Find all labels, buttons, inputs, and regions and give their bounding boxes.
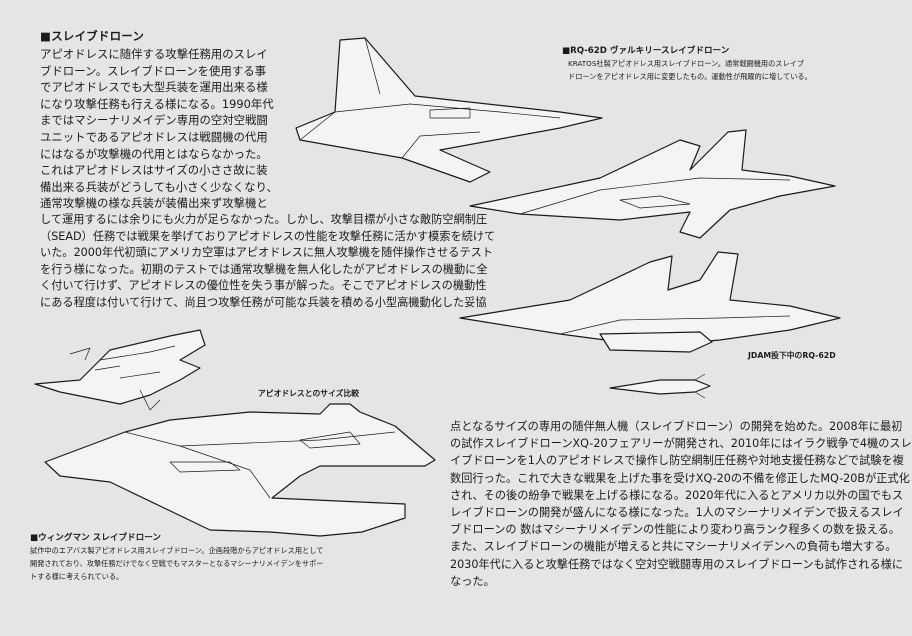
intro-line: になり攻撃任務も行える様になる。1990年代 [40,96,274,111]
rq62-jdam-illustration [459,251,841,399]
intro-line: でアピオドレスでも大型兵装を運用出来る様 [40,80,268,95]
rq62-caption-body: KRATOS社製アピオドレス用スレイブドローン。通常戦闘機用のスレイブ ドローン… [568,57,812,83]
intro-line: にはなるが攻撃機の代用とはならなかった。 [40,146,268,161]
wide-line: にある程度は付いて行けて、尚且つ攻撃任務が可能な兵装を積める小型高機動化した妥協 [40,295,487,309]
right-text: 点となるサイズの専用の随伴無人機（スレイブドローン）の開発を始めた。2008年に… [450,418,912,590]
size-comparison-label: アピオドレスとのサイズ比較 [258,389,360,398]
section-heading: ■スレイブドローン [40,29,145,43]
wide-line: （SEAD）任務では戦果を挙げておりアピオドレスの性能を攻撃任務に活かす模索を続… [40,229,496,243]
wide-line: く付いて行けず、アピオドレスの優位性を失う事が解った。そこでアピオドレスの機動性 [40,279,487,293]
wide-line: いた。2000年代初頭にアメリカ空軍はアピオドレスに無人攻撃機を随伴操作させるテ… [40,246,494,260]
rq62-caption-line: ドローンをアピオドレス用に変更したもの。運動性が飛躍的に増している。 [568,72,812,81]
right-line: され、その後の紛争で戦果を上げる様になる。2020年代に入るとアメリカ以外の国で… [450,488,904,502]
intro-line: ユニットであるアピオドレスは戦闘機の代用 [40,129,268,144]
jdam-label: JDAM投下中のRQ-62D [748,351,836,360]
intro-line: まではマシーナリメイデン専用の空対空戦闘 [40,113,268,128]
intro-line: 通常攻撃機の様な兵装が装備出来ず攻撃機と [40,196,268,211]
rq62-caption-line: KRATOS社製アピオドレス用スレイブドローン。通常戦闘機用のスレイブ [568,59,805,68]
right-line: 数回行った。これで大きな戦果を上げた事を受けXQ-20の不備を修正したMQ-20… [450,471,910,485]
wide-line: して運用するには余りにも火力が足らなかった。しかし、攻撃目標が小さな敵防空網制圧 [40,213,488,226]
intro-line: 備出来る兵装がどうしても小さく少なくなり、 [40,179,278,194]
intro-line: アピオドレスに随伴する攻撃任務用のスレイ [40,47,268,61]
wide-text: して運用するには余りにも火力が足らなかった。しかし、攻撃目標が小さな敵防空網制圧… [40,212,495,312]
right-line: なった。 [450,574,495,588]
intro-line: これはアピオドレスはサイズの小ささ故に装 [40,163,268,178]
right-line: 点となるサイズの専用の随伴無人機（スレイブドローン）の開発を始めた。2008年に… [450,420,903,433]
rq62-top-view-illustration [295,37,603,183]
rq62-caption-title: ■RQ-62D ヴァルキリースレイブドローン [562,46,730,56]
wingman-caption-line: 試作中のエアバス製アピオドレス用スレイブドローン。企画段階からアピオドレス用とし… [30,546,324,555]
wingman-caption-body: 試作中のエアバス製アピオドレス用スレイブドローン。企画段階からアピオドレス用とし… [30,544,323,583]
right-line: レイブドローンの開発が盛んになる様になった。1人のマシーナリメイデンで扱えるスレ… [450,506,904,520]
right-line: 2030年代に入ると攻撃任務ではなく空対空戦闘専用のスレイブドローンも試作される… [450,557,904,571]
right-line: また、スレイブドローンの機能が増えると共にマシーナリメイデンへの負荷も増大する。 [450,540,897,554]
wingman-caption-line: トする様に考えられている。 [30,572,124,581]
rq62-side-view-illustration [469,129,836,239]
right-line: ブドローンの 数はマシーナリメイデンの性能により変わり高ランク程多くの数を扱える… [450,523,900,537]
wide-line: を行う様になった。初期のテストでは通常攻撃機を無人化したがアピオドレスの機動に全 [40,262,488,276]
wingman-caption-title: ■ウィングマン スレイブドローン [30,533,161,543]
wingman-drone-illustration [44,403,436,537]
intro-line: ブドローン。スレイブドローンを使用する事 [40,63,266,78]
wingman-caption-line: 開発されており、攻撃任務だけでなく空戦でもマスターとなるマシーナリメイデンをサポ… [30,559,324,568]
apiodress-figure-illustration [34,329,206,411]
right-line: の試作スレイブドローンXQ-20フェアリーが開発され、2010年にはイラク戦争で… [450,437,912,451]
intro-text: アピオドレスに随伴する攻撃任務用のスレイ ブドローン。スレイブドローンを使用する… [40,46,278,212]
right-line: イブドローンを1人のアピオドレスで操作し防空網制圧任務や対地支援任務などで試験を… [450,454,904,468]
